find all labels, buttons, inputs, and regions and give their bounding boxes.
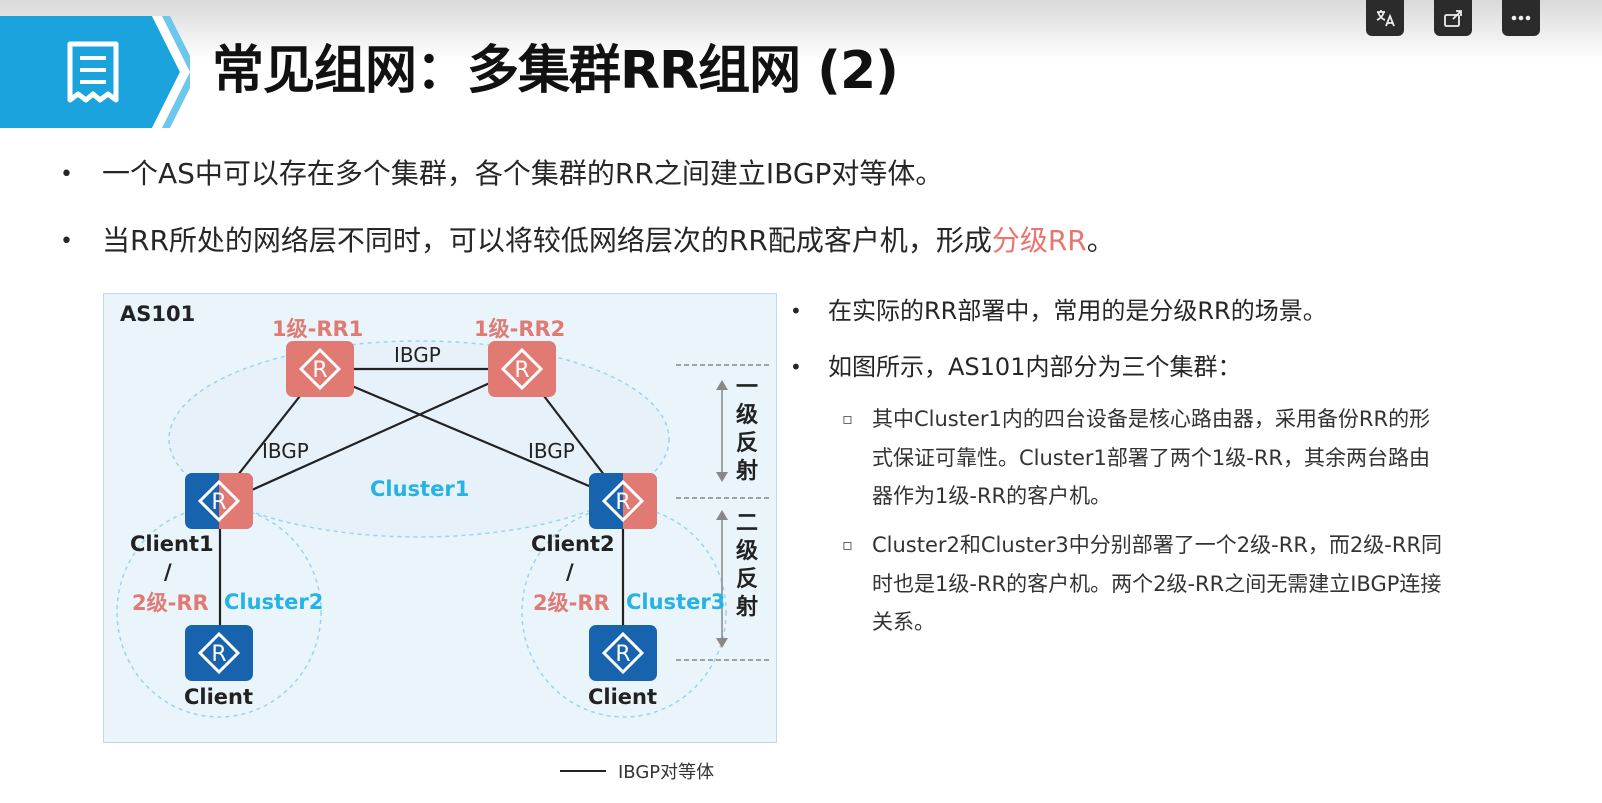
- share-button[interactable]: [1434, 0, 1472, 36]
- bullet-1-text: 一个AS中可以存在多个集群，各个集群的RR之间建立IBGP对等体。: [102, 157, 944, 190]
- cluster1-label: Cluster1: [370, 477, 470, 501]
- bullet-1: •一个AS中可以存在多个集群，各个集群的RR之间建立IBGP对等体。: [60, 157, 944, 190]
- sub-bullet-2: ▫ Cluster2和Cluster3中分别部署了一个2级-RR，而2级-RR同…: [842, 526, 1443, 642]
- bullet-2-text: 当RR所处的网络层不同时，可以将较低网络层次的RR配成客户机，形成: [102, 224, 992, 257]
- cluster2-boundary: [116, 506, 322, 718]
- client1-rr-level: 2级-RR: [132, 591, 209, 615]
- diagram-canvas: R R R R R R: [116, 340, 770, 718]
- sub2-line-3: 关系。: [872, 610, 935, 634]
- svg-text:R: R: [514, 358, 529, 383]
- network-diagram: R R R R R R: [103, 293, 777, 743]
- client-left-router-icon: R: [185, 625, 253, 681]
- cluster3-boundary: [521, 506, 727, 718]
- client2-slash: /: [566, 560, 574, 584]
- rr2-label: 1级-RR2: [474, 317, 566, 341]
- share-icon: [1444, 10, 1462, 27]
- svg-text:R: R: [615, 490, 630, 515]
- sub-bullet-1: ▫ 其中Cluster1内的四台设备是核心路由器，采用备份RR的形 式保证可靠性…: [842, 400, 1431, 516]
- sub1-line-2: 式保证可靠性。Cluster1部署了两个1级-RR，其余两台路由: [872, 445, 1431, 470]
- client1-router-icon: R: [185, 473, 253, 529]
- client-left-label: Client: [184, 685, 254, 709]
- link-rr2-client2: [543, 395, 609, 481]
- client1-label: Client1: [130, 532, 214, 556]
- svg-text:R: R: [211, 642, 226, 667]
- sub1-line-3: 器作为1级-RR的客户机。: [872, 484, 1112, 508]
- client2-router-icon: R: [589, 473, 657, 529]
- more-button[interactable]: [1502, 0, 1540, 36]
- sub1-line-1: 其中Cluster1内的四台设备是核心路由器，采用备份RR的形: [872, 407, 1431, 431]
- right-bullet-2-text: 如图所示，AS101内部分为三个集群：: [828, 353, 1242, 381]
- bullet-2-highlight: 分级RR: [991, 224, 1087, 257]
- level2-text: 二级反射: [736, 511, 759, 620]
- rr1-label: 1级-RR1: [272, 317, 364, 341]
- svg-text:R: R: [211, 490, 226, 515]
- client2-label: Client2: [531, 532, 615, 556]
- svg-text:R: R: [615, 642, 630, 667]
- right-bullet-2: •如图所示，AS101内部分为三个集群：: [790, 353, 1242, 381]
- link-rr2-client1: [233, 380, 493, 500]
- page-title: 常见组网：多集群RR组网 (2): [212, 41, 899, 101]
- rr1-router-icon: R: [286, 341, 354, 397]
- client2-rr-level: 2级-RR: [533, 591, 610, 615]
- rr2-router-icon: R: [488, 341, 556, 397]
- sub2-line-2: 时也是1级-RR的客户机。两个2级-RR之间无需建立IBGP连接: [872, 571, 1442, 596]
- ibgp-top-label: IBGP: [394, 343, 441, 367]
- level1-text: 一级反射: [736, 375, 759, 484]
- slide-banner: [0, 16, 190, 128]
- cluster2-label: Cluster2: [224, 590, 324, 614]
- right-bullet-1: •在实际的RR部署中，常用的是分级RR的场景。: [790, 297, 1327, 325]
- link-rr1-client2: [351, 384, 609, 496]
- document-icon: [67, 41, 119, 103]
- as-label: AS101: [120, 302, 196, 326]
- client1-slash: /: [164, 560, 172, 584]
- more-icon: [1511, 15, 1531, 21]
- translate-button[interactable]: [1366, 0, 1404, 36]
- client-right-label: Client: [588, 685, 658, 709]
- legend-line: [560, 770, 606, 772]
- top-gradient: [0, 0, 1602, 60]
- legend-label: IBGP对等体: [618, 762, 715, 783]
- ibgp-right-label: IBGP: [528, 439, 575, 463]
- sub2-line-1: Cluster2和Cluster3中分别部署了一个2级-RR，而2级-RR同: [872, 533, 1443, 557]
- right-bullet-1-text: 在实际的RR部署中，常用的是分级RR的场景。: [828, 297, 1327, 325]
- client-right-router-icon: R: [589, 625, 657, 681]
- link-rr1-client1: [233, 395, 301, 481]
- bullet-2: •当RR所处的网络层不同时，可以将较低网络层次的RR配成客户机，形成分级RR。: [60, 224, 1115, 257]
- ibgp-left-label: IBGP: [262, 439, 309, 463]
- svg-text:R: R: [312, 358, 327, 383]
- legend: IBGP对等体: [560, 758, 714, 784]
- translate-icon: [1376, 10, 1395, 27]
- cluster3-label: Cluster3: [626, 590, 726, 614]
- bullet-2-end: 。: [1086, 224, 1115, 257]
